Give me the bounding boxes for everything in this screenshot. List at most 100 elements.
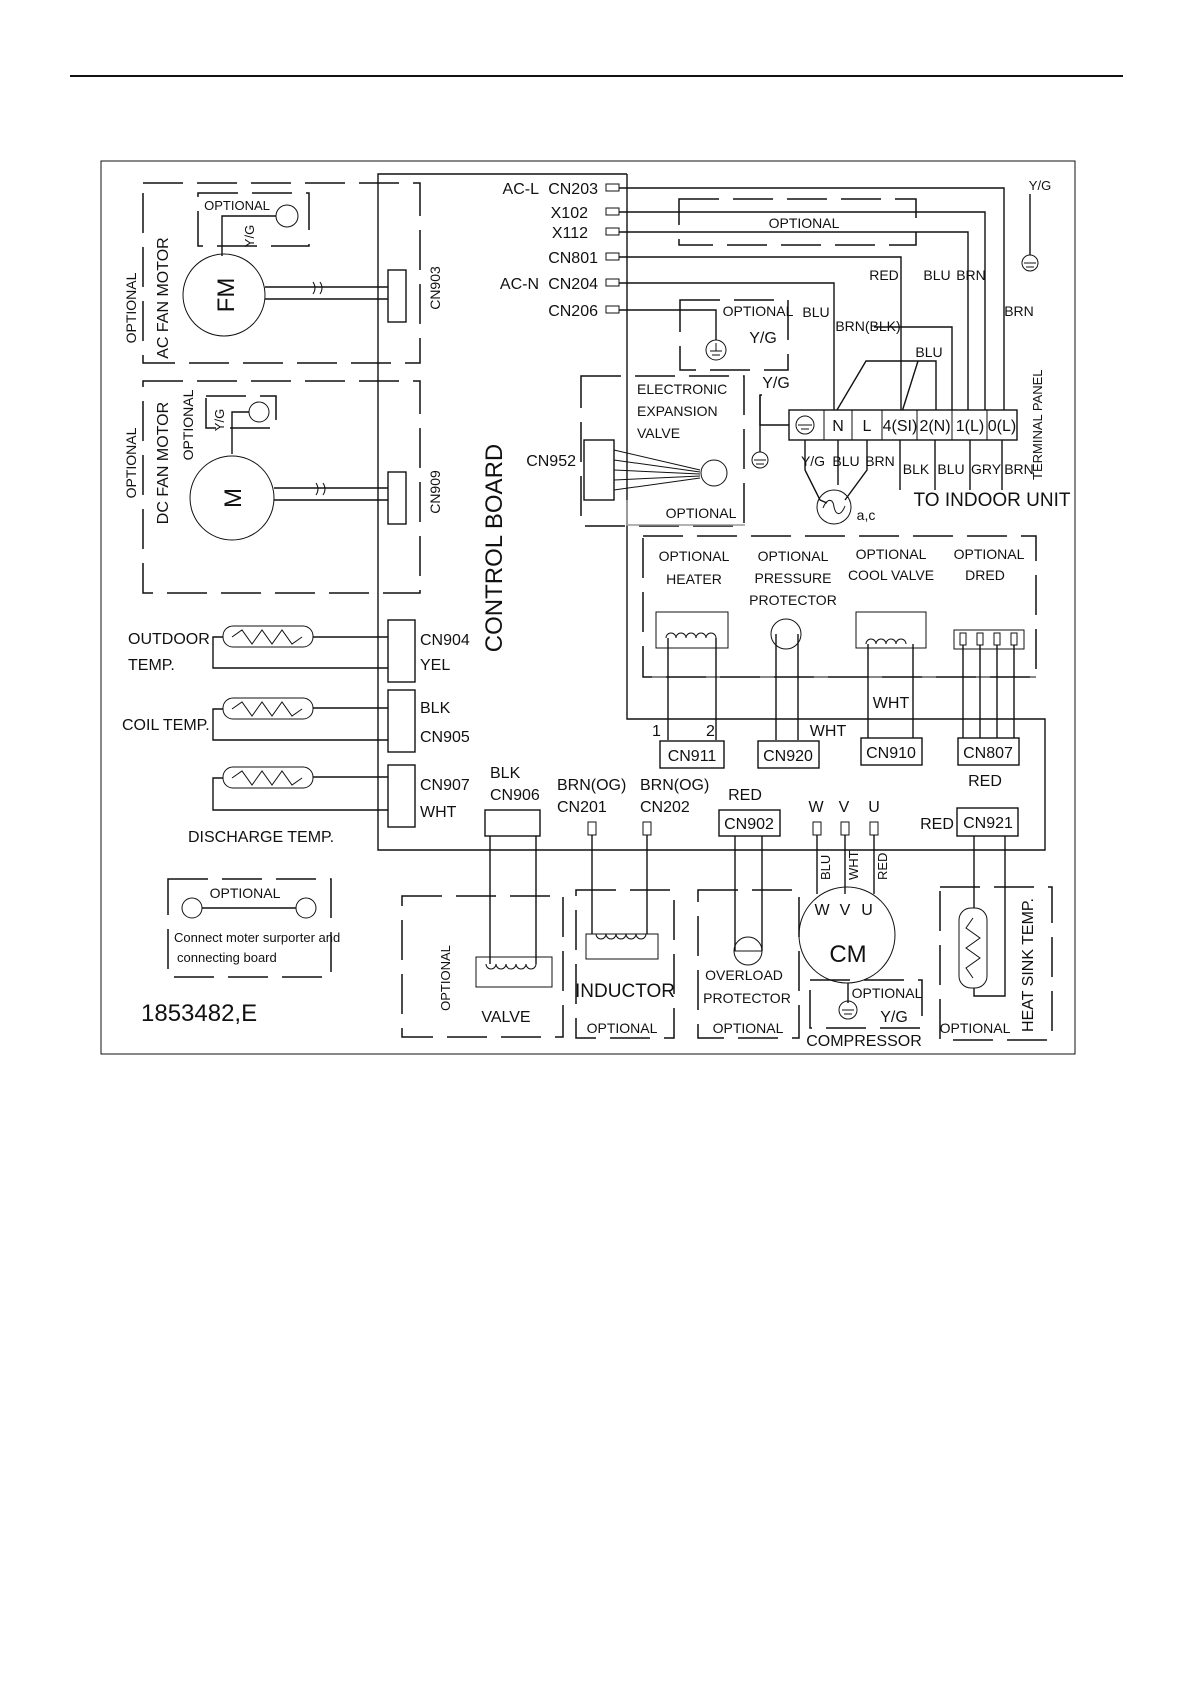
terminal-0l: 0(L) [988,418,1016,435]
wire-gry-lower: GRY [971,461,1002,477]
ground-icon [1021,254,1039,272]
compressor-label: COMPRESSOR [806,1033,922,1050]
optional-ground-label: OPTIONAL [723,303,794,319]
wire-brn-blk-label: BRN(BLK) [835,318,900,334]
eev-motor-icon [700,459,728,487]
wire-blu-label-2: BLU [802,304,829,320]
cn921-red: RED [920,816,954,833]
cn201-brn-og: BRN(OG) [557,777,626,794]
power-connectors: AC-L CN203 X102 X112 CN801 AC-N CN204 CN… [500,181,620,320]
overload-optional-box [697,889,800,1039]
dc-fan-motor-icon [189,455,275,541]
cn909-connector [387,471,407,525]
overload-label: OVERLOAD [705,967,783,983]
motor-ground-optional: OPTIONAL [210,885,281,901]
optional-heater: OPTIONAL HEATER [655,548,730,740]
comp-u: U [861,902,873,919]
header-rule [70,75,1123,77]
motor-ground-note-box [167,878,332,978]
wire-brn-lower: BRN [865,453,895,469]
ac-source-icon [816,489,852,525]
x112-label: X112 [552,225,588,242]
pressure-label: PRESSURE [754,570,831,586]
note-line-2: connecting board [177,950,277,965]
comp-blu-label: BLU [818,855,833,880]
heatsink-optional-box [939,886,1053,1041]
yg-eev-label: Y/G [762,375,790,392]
cn201-pin [587,821,597,836]
dred-label: DRED [965,567,1005,583]
ac-fan-motor-icon [182,253,266,337]
cn902-connector [718,809,781,837]
valve-optional-label: OPTIONAL [438,945,453,1011]
ac-n-label: AC-N [500,276,539,293]
cn906-blk: BLK [490,765,521,782]
wire-yg-lower: Y/G [801,453,825,469]
ac-fan-optional-box [142,182,421,364]
ground-icon [295,897,317,919]
protector-label: PROTECTOR [749,592,837,608]
cn906-connector [484,809,541,837]
phase-v-label: V [839,799,850,816]
comp-v: V [840,902,851,919]
cn904-label: CN904 [420,632,470,649]
ac-fan-ground-box [197,192,310,247]
x102-label: X102 [551,205,588,222]
eev-label-3: VALVE [637,425,680,441]
inductor-icon [585,933,659,960]
compressor-motor-icon [798,886,896,984]
comp-w: W [814,902,830,919]
wire-blu-lower: BLU [832,453,859,469]
dc-fan-optional-label-2: OPTIONAL [180,389,196,460]
eev-wires [613,449,701,491]
cn921-label: CN921 [963,815,1013,832]
eev-label-1: ELECTRONIC [637,381,727,397]
ac-l-label: AC-L [503,181,540,198]
wire-blu-label: BLU [923,267,950,283]
ac-fan-wires [265,286,388,300]
terminal-panel-label: TERMINAL PANEL [1030,369,1045,480]
dc-fan-label: DC FAN MOTOR [155,402,172,524]
fm-label: FM [213,278,240,313]
phase-u-pin [869,821,879,836]
cn807-connector [957,737,1020,766]
heater-label: HEATER [666,571,722,587]
optional-relay-label: OPTIONAL [769,215,840,231]
dc-fan-wires [274,487,388,501]
dc-fan-optional-box [142,380,421,594]
valve-label: VALVE [481,1009,530,1026]
to-indoor-unit-label: TO INDOOR UNIT [914,490,1071,511]
x112-pin [605,227,620,236]
cn904-connector [387,619,416,683]
cn206-label: CN206 [548,303,598,320]
overload-protector-label: PROTECTOR [703,990,791,1006]
ac-fan-ground-optional: OPTIONAL [204,198,270,213]
cn206-pin [605,305,620,314]
heatsink-optional-label: OPTIONAL [940,1020,1011,1036]
wire-brn-label-2: BRN [1004,303,1034,319]
phase-w-label: W [808,799,824,816]
cn807-red: RED [968,773,1002,790]
wire-blu-lower-2: BLU [937,461,964,477]
ground-icon [751,451,769,469]
cn911-pin1: 1 [652,723,661,740]
cm-label: CM [829,941,866,968]
phase-v-pin [840,821,850,836]
cn921-connector [956,807,1019,837]
cn202-pin [642,821,652,836]
dred-optional: OPTIONAL [954,546,1025,562]
optional-pressure-protector: OPTIONAL PRESSURE PROTECTOR [749,548,837,740]
eev-optional-label: OPTIONAL [666,505,737,521]
dc-fan-yg: Y/G [212,409,227,431]
cn910-label: CN910 [866,745,916,762]
heatsink-sensor-icon [958,907,988,989]
control-board-outline [377,173,1046,851]
heatsink-label: HEAT SINK TEMP. [1020,898,1037,1032]
cn905-connector [387,689,416,753]
cn905-label: CN905 [420,729,470,746]
cn903-label: CN903 [427,266,443,310]
blk-label: BLK [420,700,451,717]
coil-temp-label: COIL TEMP. [122,717,210,734]
cn801-pin [605,252,620,261]
cn910-connector [860,737,923,766]
